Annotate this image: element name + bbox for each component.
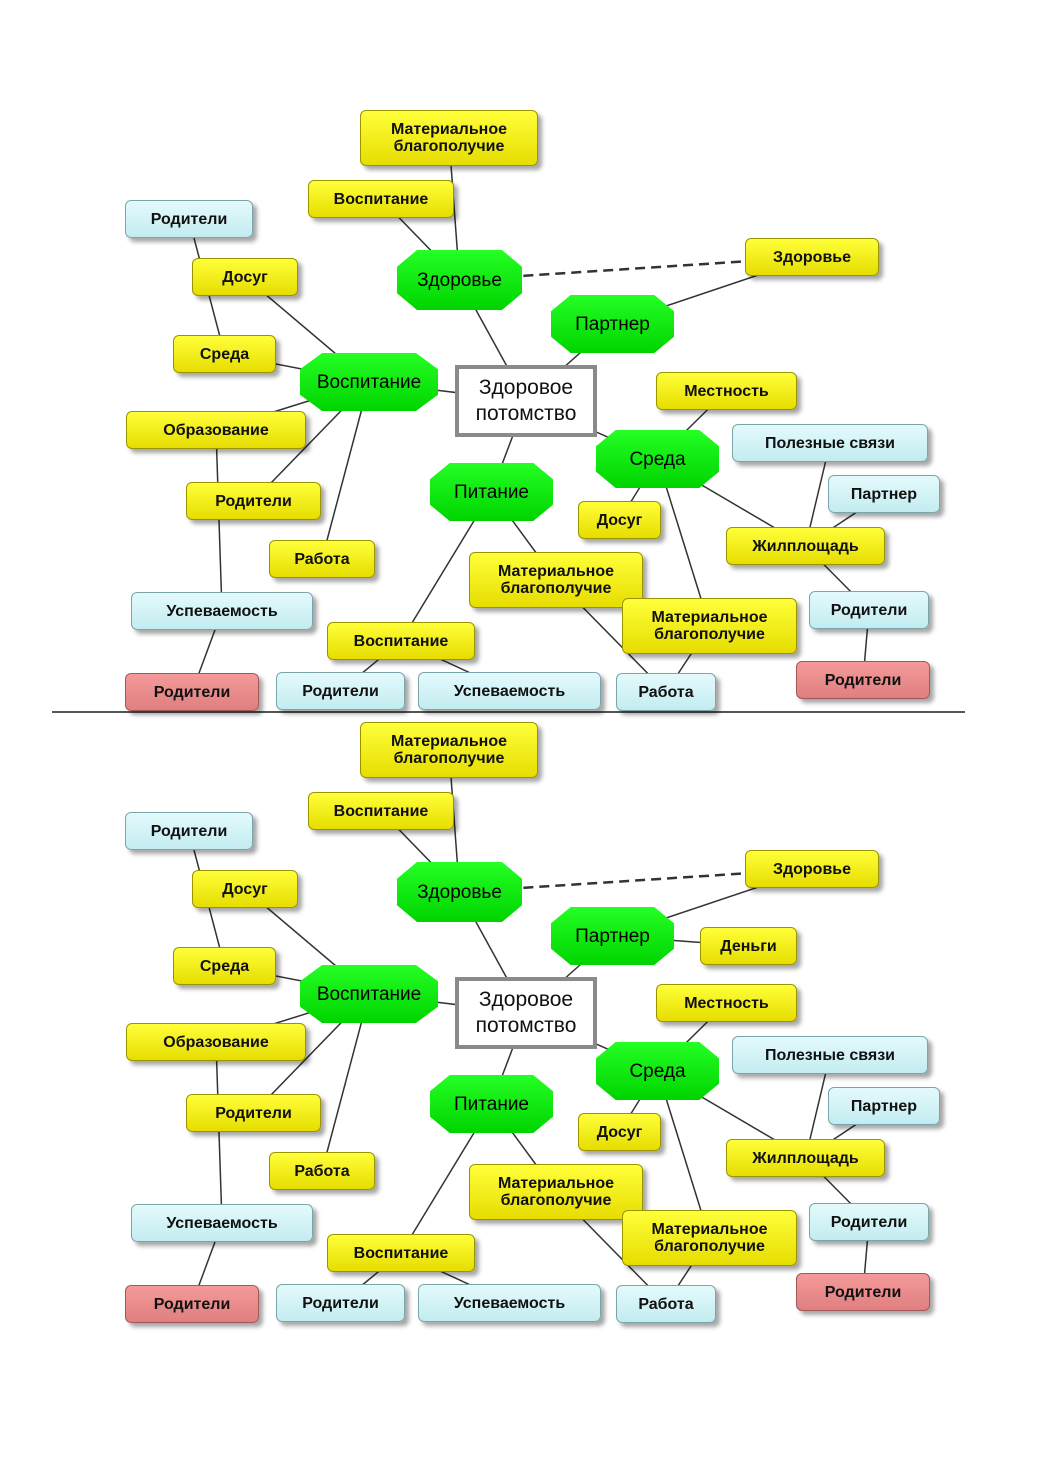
node-poleznye: Полезные связи bbox=[732, 424, 928, 462]
center-node-center: Здоровое потомство bbox=[455, 365, 597, 437]
node-roditeli-blue-right: Родители bbox=[809, 1203, 929, 1241]
node-mestnost: Местность bbox=[656, 984, 797, 1022]
node-vospitanie-top: Воспитание bbox=[308, 792, 454, 830]
node-rabota-left: Работа bbox=[269, 540, 375, 578]
node-material-top: Материальное благополучие bbox=[360, 722, 538, 778]
node-vospitanie-top: Воспитание bbox=[308, 180, 454, 218]
connector bbox=[215, 429, 223, 612]
node-roditeli-topleft: Родители bbox=[125, 812, 253, 850]
node-sreda-left: Среда bbox=[173, 335, 276, 373]
node-roditeli-bottom: Родители bbox=[276, 1284, 405, 1322]
connector bbox=[215, 1041, 223, 1224]
hub-node-hub-sreda: Среда bbox=[596, 430, 719, 488]
node-obrazovanie: Образование bbox=[126, 1023, 306, 1061]
node-dosug-mid: Досуг bbox=[578, 1113, 661, 1151]
node-zhilploshad: Жилплощадь bbox=[726, 1139, 885, 1177]
node-zdorovie-right: Здоровье bbox=[745, 238, 879, 276]
node-roditeli-red-right: Родители bbox=[796, 661, 930, 699]
node-roditeli-mid: Родители bbox=[186, 1094, 321, 1132]
node-partner-blue: Партнер bbox=[828, 1087, 940, 1125]
node-vospitanie-bottom: Воспитание bbox=[327, 622, 475, 660]
node-dosug-left: Досуг bbox=[192, 258, 298, 296]
node-roditeli-mid: Родители bbox=[186, 482, 321, 520]
node-material-mid: Материальное благополучие bbox=[469, 552, 643, 608]
node-uspevaemost-bottom: Успеваемость bbox=[418, 1284, 601, 1322]
node-zhilploshad: Жилплощадь bbox=[726, 527, 885, 565]
node-roditeli-red-right: Родители bbox=[796, 1273, 930, 1311]
center-node-center: Здоровое потомство bbox=[455, 977, 597, 1049]
node-roditeli-topleft: Родители bbox=[125, 200, 253, 238]
node-dosug-mid: Досуг bbox=[578, 501, 661, 539]
divider-line bbox=[52, 711, 965, 713]
hub-node-hub-vospitanie: Воспитание bbox=[300, 353, 438, 411]
hub-node-hub-sreda: Среда bbox=[596, 1042, 719, 1100]
node-mestnost: Местность bbox=[656, 372, 797, 410]
node-roditeli-red-left: Родители bbox=[125, 1285, 259, 1323]
node-material-mid: Материальное благополучие bbox=[469, 1164, 643, 1220]
hub-node-hub-zdorovie: Здоровье bbox=[397, 862, 522, 922]
node-roditeli-red-left: Родители bbox=[125, 673, 259, 711]
node-vospitanie-bottom: Воспитание bbox=[327, 1234, 475, 1272]
node-uspevaemost-left: Успеваемость bbox=[131, 1204, 313, 1242]
node-roditeli-blue-right: Родители bbox=[809, 591, 929, 629]
hub-node-hub-pitanie: Питание bbox=[430, 463, 553, 521]
node-poleznye: Полезные связи bbox=[732, 1036, 928, 1074]
hub-node-hub-vospitanie: Воспитание bbox=[300, 965, 438, 1023]
hub-node-hub-pitanie: Питание bbox=[430, 1075, 553, 1133]
node-material-top: Материальное благополучие bbox=[360, 110, 538, 166]
node-sreda-left: Среда bbox=[173, 947, 276, 985]
node-uspevaemost-left: Успеваемость bbox=[131, 592, 313, 630]
node-obrazovanie: Образование bbox=[126, 411, 306, 449]
hub-node-hub-partner: Партнер bbox=[551, 907, 674, 965]
node-rabota-bottom: Работа bbox=[616, 673, 716, 711]
node-partner-blue: Партнер bbox=[828, 475, 940, 513]
hub-node-hub-partner: Партнер bbox=[551, 295, 674, 353]
node-rabota-bottom: Работа bbox=[616, 1285, 716, 1323]
node-dengi: Деньги bbox=[700, 927, 797, 965]
hub-node-hub-zdorovie: Здоровье bbox=[397, 250, 522, 310]
node-rabota-left: Работа bbox=[269, 1152, 375, 1190]
node-uspevaemost-bottom: Успеваемость bbox=[418, 672, 601, 710]
connector bbox=[321, 993, 370, 1172]
connector bbox=[321, 381, 370, 560]
node-material-right: Материальное благополучие bbox=[622, 1210, 797, 1266]
node-zdorovie-right: Здоровье bbox=[745, 850, 879, 888]
node-dosug-left: Досуг bbox=[192, 870, 298, 908]
node-material-right: Материальное благополучие bbox=[622, 598, 797, 654]
node-roditeli-bottom: Родители bbox=[276, 672, 405, 710]
